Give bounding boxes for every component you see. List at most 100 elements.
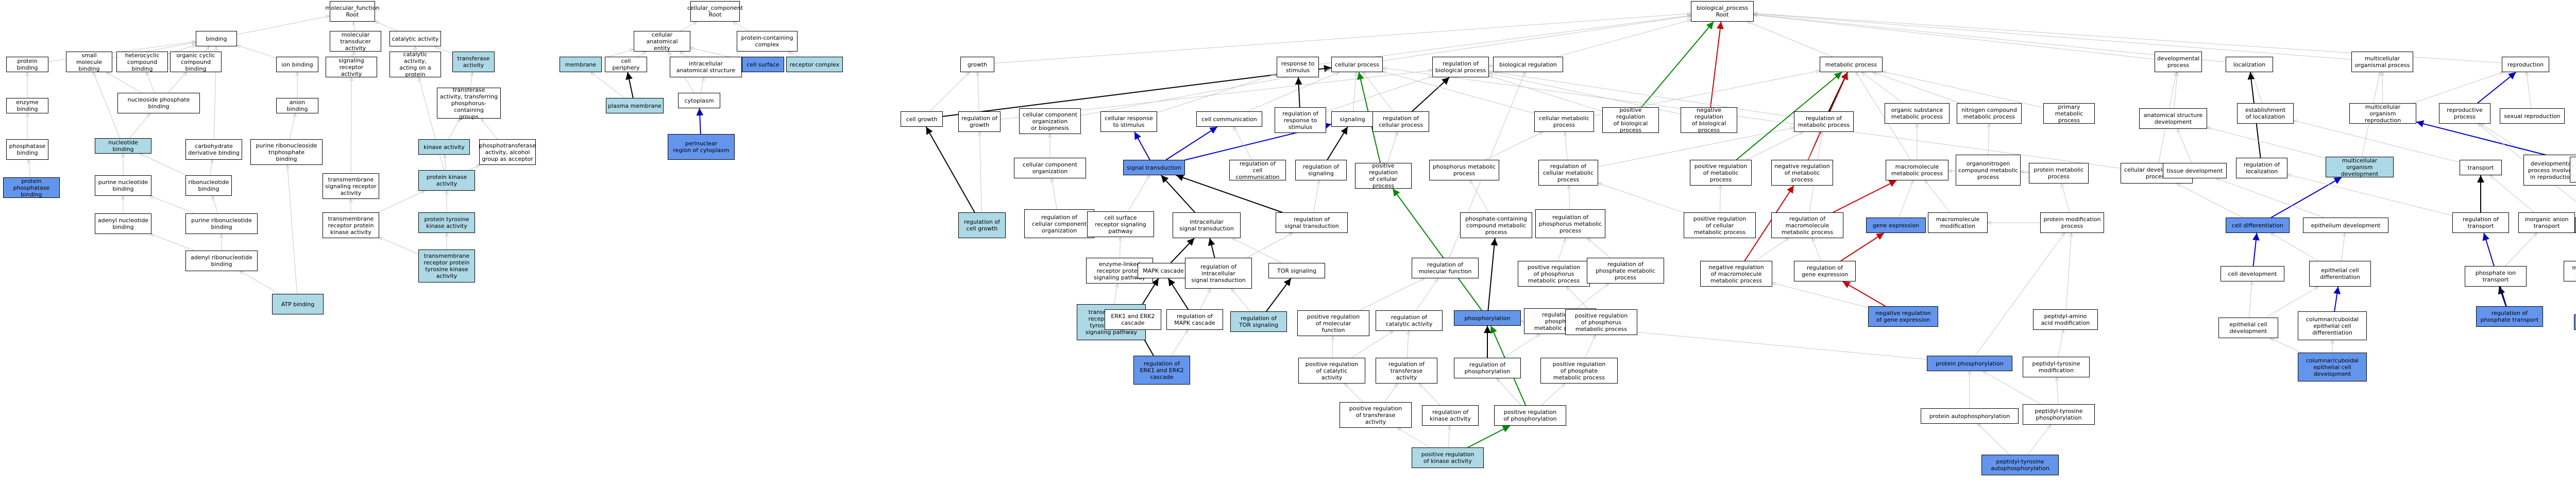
go-term-node[interactable]: regulation of localization [2236, 158, 2287, 178]
go-term-node[interactable]: positive regulation of biological proces… [1602, 107, 1659, 134]
go-term-node[interactable]: cytoplasm [678, 93, 720, 108]
go-term-node[interactable]: TOR signaling [1268, 263, 1325, 278]
go-term-node[interactable]: regulation of catalytic activity [1376, 310, 1443, 331]
go-term-node[interactable]: positive regulation of cellular process [1355, 162, 1412, 189]
go-term-node[interactable]: negative regulation of metabolic process [1771, 160, 1833, 186]
go-term-node[interactable]: enzyme-linked receptor protein signaling… [1086, 258, 1153, 284]
go-term-node[interactable]: biological regulation [1493, 57, 1563, 72]
go-term-node[interactable]: small molecule binding [66, 52, 112, 72]
go-term-node[interactable]: cell surface [742, 57, 784, 72]
go-term-node[interactable]: adenyl ribonucleotide binding [185, 251, 258, 271]
go-term-node[interactable]: protein-containing complex [737, 31, 798, 52]
go-term-node[interactable]: regulation of cellular process [1372, 111, 1429, 132]
go-term-node[interactable]: regulation of macromolecule metabolic pr… [1771, 212, 1843, 238]
go-term-node[interactable]: ATP binding [272, 294, 324, 314]
go-term-node[interactable]: peptidyl-tyrosine phosphorylation [2023, 404, 2095, 425]
go-term-node[interactable]: regulation of signal transduction [1276, 212, 1348, 233]
go-term-node[interactable]: multicellular organismal process [2351, 52, 2413, 72]
go-term-node[interactable]: catalytic activity [389, 31, 441, 46]
go-term-node[interactable]: regulation of cell growth [958, 212, 1006, 238]
go-term-node[interactable]: cellular process [1331, 57, 1383, 72]
go-term-node[interactable]: positive regulation of cellular metaboli… [1684, 212, 1756, 238]
go-term-node[interactable]: positive regulation of phosphorus metabo… [1518, 261, 1590, 287]
go-term-node[interactable]: protein kinase activity [418, 170, 475, 191]
go-term-node[interactable]: cellular response to stimulus [1100, 111, 1157, 132]
go-term-node[interactable]: establishment of localization [2237, 103, 2294, 124]
go-term-node[interactable]: regulation of cell communication [1229, 160, 1286, 180]
go-term-node[interactable]: catalytic activity, acting on a protein [389, 51, 441, 78]
go-term-node[interactable]: phosphatase binding [6, 139, 48, 160]
go-term-node[interactable]: nitrogen compound metabolic process [1957, 103, 2022, 124]
go-term-node[interactable]: heterocyclic compound binding [116, 52, 168, 72]
go-term-node[interactable]: cellular component organization or bioge… [1019, 108, 1081, 134]
go-term-node[interactable]: cellular_component Root [687, 1, 743, 22]
go-term-node[interactable]: regulation of phosphate transport [2476, 306, 2543, 327]
go-term-node[interactable]: regulation of cellular component organiz… [1024, 209, 1094, 238]
go-term-node[interactable]: cell growth [901, 111, 943, 127]
go-term-node[interactable]: receptor complex [786, 57, 843, 72]
go-term-node[interactable]: negative regulation of macromolecule met… [1700, 261, 1772, 287]
go-term-node[interactable]: regulation of phosphate metabolic proces… [1587, 258, 1664, 284]
go-term-node[interactable]: plasma membrane [606, 98, 664, 113]
go-term-node[interactable]: protein tyrosine kinase activity [418, 212, 475, 233]
go-term-node[interactable]: macromolecule modification [1928, 212, 1988, 233]
go-term-node[interactable]: multicellular organism development [2326, 157, 2394, 177]
go-term-node[interactable]: ERK1 and ERK2 cascade [1105, 309, 1161, 330]
go-term-node[interactable]: positive regulation of transferase activ… [1340, 402, 1412, 428]
go-term-node[interactable]: intracellular signal transduction [1173, 212, 1241, 238]
go-term-node[interactable]: regulation of phosphorus metabolic proce… [1535, 209, 1605, 238]
go-term-node[interactable]: intracellular anatomical structure [670, 57, 742, 77]
go-term-node[interactable]: phosphate ion transport [2465, 266, 2527, 287]
go-term-node[interactable]: positive regulation of metabolic process [1690, 160, 1752, 186]
go-term-node[interactable]: transmembrane receptor protein tyrosine … [418, 250, 475, 282]
go-term-node[interactable]: cellular component organization [1014, 158, 1086, 178]
go-term-node[interactable]: positive regulation of phosphorus metabo… [1565, 309, 1637, 335]
go-term-node[interactable]: sexual reproduction [2500, 108, 2565, 124]
go-term-node[interactable]: gamete generation [2575, 218, 2576, 233]
go-term-node[interactable]: regulation of growth [958, 111, 1001, 132]
go-term-node[interactable]: regulation of metabolic process [1794, 111, 1854, 132]
go-term-node[interactable]: reproductive process [2439, 103, 2490, 124]
go-term-node[interactable]: primary metabolic process [2043, 103, 2095, 124]
go-term-node[interactable]: phosphorus metabolic process [1429, 160, 1499, 180]
go-term-node[interactable]: cell development [2221, 266, 2284, 281]
go-term-node[interactable]: growth [960, 57, 994, 72]
go-term-node[interactable]: protein metabolic process [2029, 163, 2089, 184]
go-term-node[interactable]: purine ribonucleoside triphosphate bindi… [250, 139, 323, 165]
go-term-node[interactable]: cell differentiation [2226, 218, 2290, 233]
go-term-node[interactable]: peptidyl-amino acid modification [2033, 309, 2098, 330]
go-term-node[interactable]: transmembrane signaling receptor activit… [323, 173, 379, 199]
go-term-node[interactable]: positive regulation of catalytic activit… [1298, 358, 1365, 384]
go-term-node[interactable]: regulation of phosphorylation [1454, 358, 1521, 378]
go-term-node[interactable]: regulation of cellular metabolic process [1538, 160, 1598, 186]
go-term-node[interactable]: regulation of MAPK cascade [1166, 309, 1223, 330]
go-term-node[interactable]: phosphotransferase activity, alcohol gro… [479, 139, 536, 165]
go-term-node[interactable]: MAPK cascade [1138, 263, 1189, 278]
go-term-node[interactable]: columnar/cuboidal epithelial cell develo… [2298, 353, 2367, 381]
go-term-node[interactable]: protein phosphatase binding [3, 177, 60, 198]
go-term-node[interactable]: positive regulation of kinase activity [1412, 447, 1484, 468]
go-term-node[interactable]: organic substance metabolic process [1885, 103, 1950, 124]
go-term-node[interactable]: purine nucleotide binding [95, 175, 151, 196]
go-term-node[interactable]: positive regulation of phosphorylation [1494, 405, 1566, 426]
go-term-node[interactable]: carbohydrate derivative binding [185, 139, 242, 160]
go-term-node[interactable]: developmental process involved in reprod… [2523, 155, 2576, 186]
go-term-node[interactable]: adenyl nucleotide binding [95, 213, 151, 234]
go-term-node[interactable]: protein autophosphorylation [1921, 408, 2019, 424]
go-term-node[interactable]: reproduction [2502, 57, 2549, 72]
go-term-node[interactable]: molecular_function Root [325, 1, 380, 22]
go-term-node[interactable]: regulation of kinase activity [1422, 405, 1479, 426]
go-term-node[interactable]: regulation of molecular function [1412, 258, 1479, 278]
go-term-node[interactable]: negative regulation of biological proces… [1681, 107, 1737, 134]
go-term-node[interactable]: organonitrogen compound metabolic proces… [1956, 155, 2021, 186]
go-term-node[interactable]: phosphorylation [1454, 310, 1521, 326]
go-term-node[interactable]: regulation of gene expression [1794, 261, 1856, 281]
go-term-node[interactable]: protein binding [6, 57, 48, 72]
go-term-node[interactable]: biological_process Root [1691, 1, 1754, 22]
go-term-node[interactable]: signal transduction [1123, 160, 1185, 175]
go-term-node[interactable]: multicellular organism reproductive proc… [2570, 157, 2576, 182]
go-term-node[interactable]: cell surface receptor signaling pathway [1087, 211, 1154, 237]
go-term-node[interactable]: signaling [1331, 111, 1374, 127]
go-term-node[interactable]: cellular metabolic process [1534, 111, 1594, 132]
go-term-node[interactable]: regulation of biological process [1432, 57, 1489, 77]
